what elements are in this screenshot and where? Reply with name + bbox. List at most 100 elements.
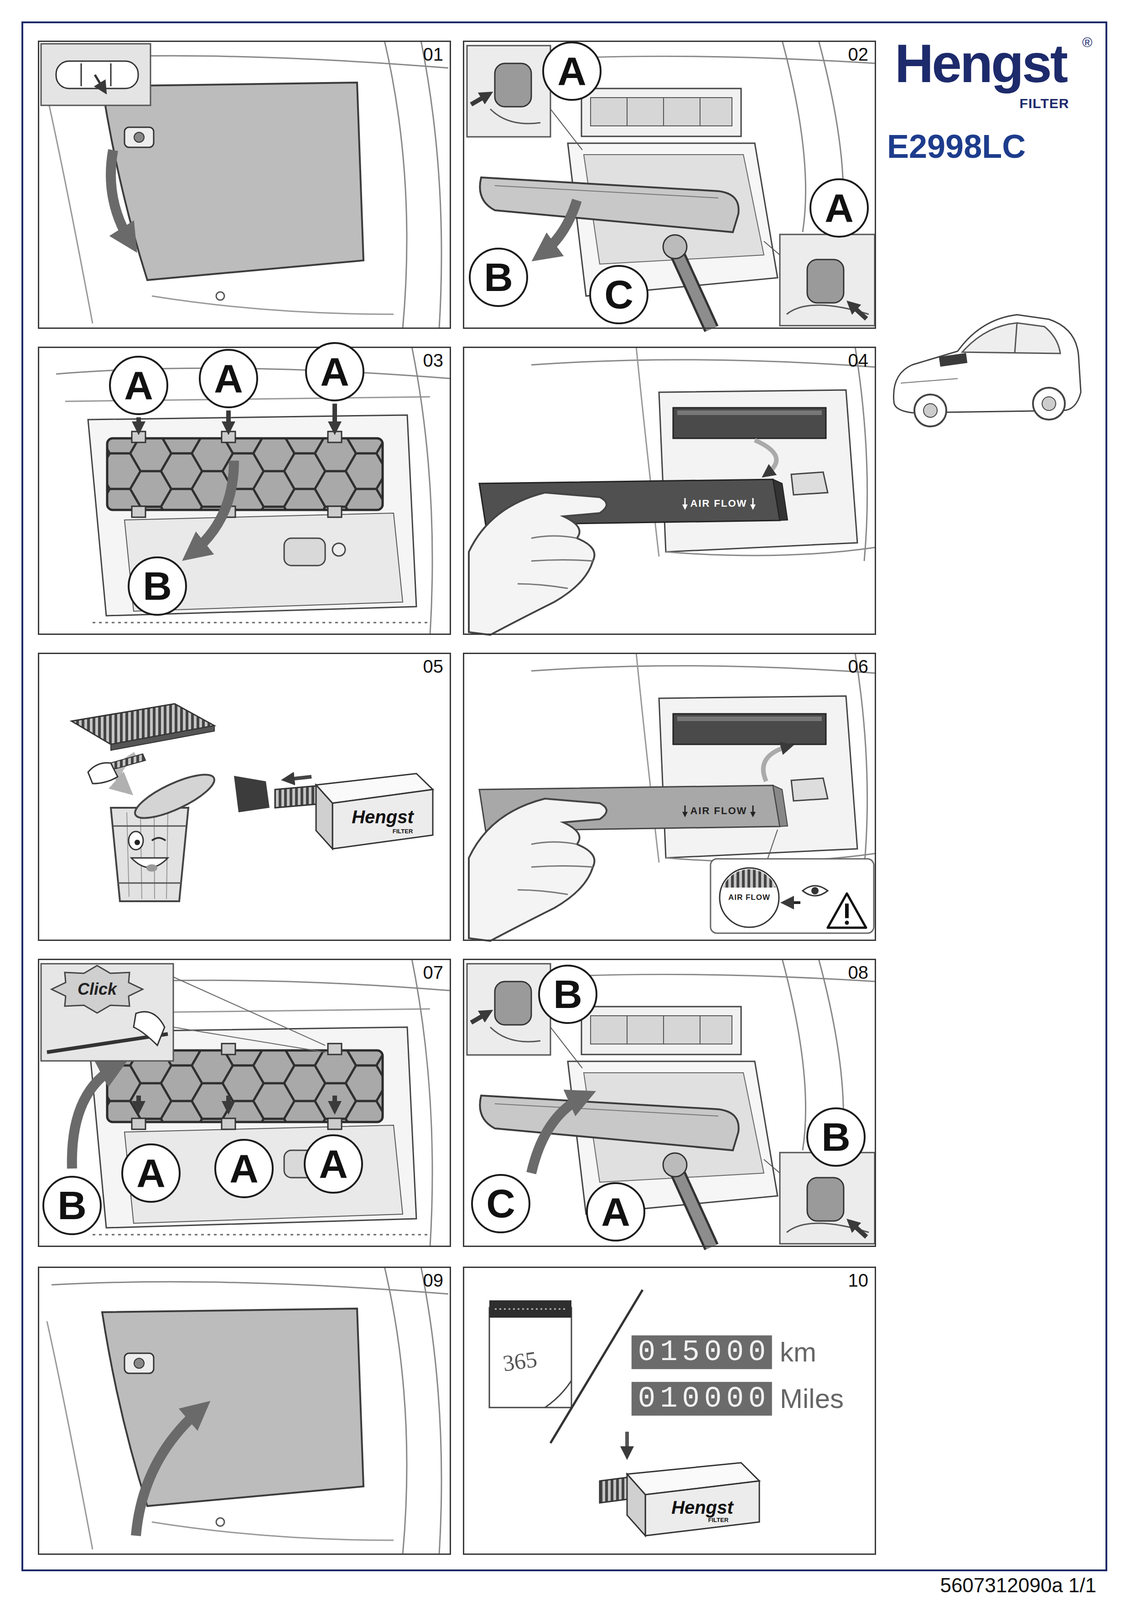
warning-inset (710, 858, 874, 934)
finger (133, 1011, 165, 1046)
clip-arrow (332, 1095, 338, 1110)
brand-subtitle: FILTER (1019, 95, 1070, 111)
hand (88, 762, 118, 784)
divider-slash (550, 1289, 643, 1443)
filter-slot-view (531, 346, 877, 561)
callout-circle: C (589, 264, 649, 325)
hand (468, 798, 607, 941)
clip-arrow (332, 403, 338, 430)
callout-circle: A (809, 178, 869, 238)
brand-logo: Hengst (894, 34, 1067, 94)
warning-triangle (827, 893, 867, 928)
lower-arrow (540, 200, 577, 255)
wheel-hub (923, 403, 938, 418)
callout-circle: A (198, 348, 259, 409)
filter-end (773, 479, 788, 521)
step-number: 03 (423, 349, 444, 371)
eye-pupil (811, 887, 819, 895)
car-windows (962, 322, 1061, 354)
flow-arrow (684, 805, 686, 813)
box-logo: Hengst (671, 1497, 734, 1518)
box-side (316, 784, 333, 849)
flow-arrow (750, 811, 756, 818)
registered-mark: ® (1082, 34, 1093, 50)
callout-circle: C (471, 1173, 531, 1234)
eye (802, 885, 828, 896)
callout-letter: A (824, 187, 854, 229)
step-number: 06 (848, 655, 869, 677)
callout-circle: B (42, 1175, 102, 1235)
warning-mark (845, 903, 849, 919)
car-pillar (1014, 322, 1017, 354)
airflow-marking: AIR FLOW (728, 893, 771, 903)
step-panel: 02AABC (462, 40, 877, 329)
filter-housing (56, 346, 452, 635)
leader-line (173, 976, 326, 1046)
raise-arrow (531, 1095, 587, 1173)
callout-circle: B (127, 556, 187, 616)
check-arrow (785, 901, 801, 904)
click-inset (41, 963, 174, 1061)
step-number: 02 (848, 43, 869, 65)
flow-arrow (752, 805, 754, 813)
box-logo: Hengst (351, 806, 414, 827)
swing-arrow (190, 460, 234, 555)
close-arrow (135, 1407, 203, 1536)
step-01-art (41, 40, 449, 329)
hand (468, 492, 607, 635)
wheel (914, 394, 947, 427)
close-arrow (72, 1065, 118, 1169)
callout-letter: B (142, 565, 172, 607)
step-number: 08 (848, 961, 869, 983)
page-frame (22, 22, 1107, 1571)
calendar-rings (494, 1308, 566, 1310)
unit: Miles (779, 1383, 844, 1414)
wheel (1032, 387, 1065, 420)
callout-letter: B (483, 257, 514, 298)
car-illustration (893, 314, 1082, 427)
bin-wink (151, 837, 166, 841)
car-top-view (56, 61, 139, 89)
car-line (900, 378, 958, 384)
clip-arrow (136, 417, 141, 430)
step-panel: 06 (462, 652, 877, 941)
filter-side (110, 725, 215, 751)
callout-circle: A (542, 41, 602, 101)
step-number: 09 (423, 1269, 444, 1291)
new-filter (274, 785, 317, 808)
callout-letter: B (57, 1185, 87, 1226)
callout-letter: A (229, 1148, 259, 1189)
page-curl (544, 1380, 572, 1408)
filter-slot-view (531, 652, 877, 867)
bin-eye (128, 831, 144, 850)
step-panel: 05 (37, 652, 452, 941)
unit: km (779, 1337, 817, 1368)
callout-circle: A (214, 1138, 274, 1199)
box-subtitle: FILTER (708, 1516, 729, 1524)
step-09-art (46, 1266, 449, 1555)
bin-tongue (146, 864, 158, 872)
step-08-art (466, 958, 877, 1247)
flow-arrow (684, 498, 686, 506)
callout-letter: B (553, 974, 583, 1015)
click-burst (51, 965, 143, 1013)
waste-bin (110, 807, 189, 902)
step-number: 07 (423, 961, 444, 983)
callout-letter: C (604, 274, 634, 315)
callout-letter: B (821, 1116, 851, 1157)
open-arrow (110, 150, 132, 244)
step-06-art (468, 652, 877, 941)
open-glovebox (466, 958, 877, 1247)
airflow-marking: AIR FLOW (690, 805, 748, 817)
step-panel: 04 (462, 346, 877, 635)
replace-arrow (625, 1431, 629, 1455)
closed-glovebox (46, 1266, 449, 1555)
odometer: 015000 (631, 1335, 773, 1370)
calendar-days: 365 (501, 1346, 539, 1377)
bin-lid (129, 766, 220, 826)
callout-letter: A (136, 1152, 166, 1194)
step-panel: 08BBCA (462, 958, 877, 1247)
